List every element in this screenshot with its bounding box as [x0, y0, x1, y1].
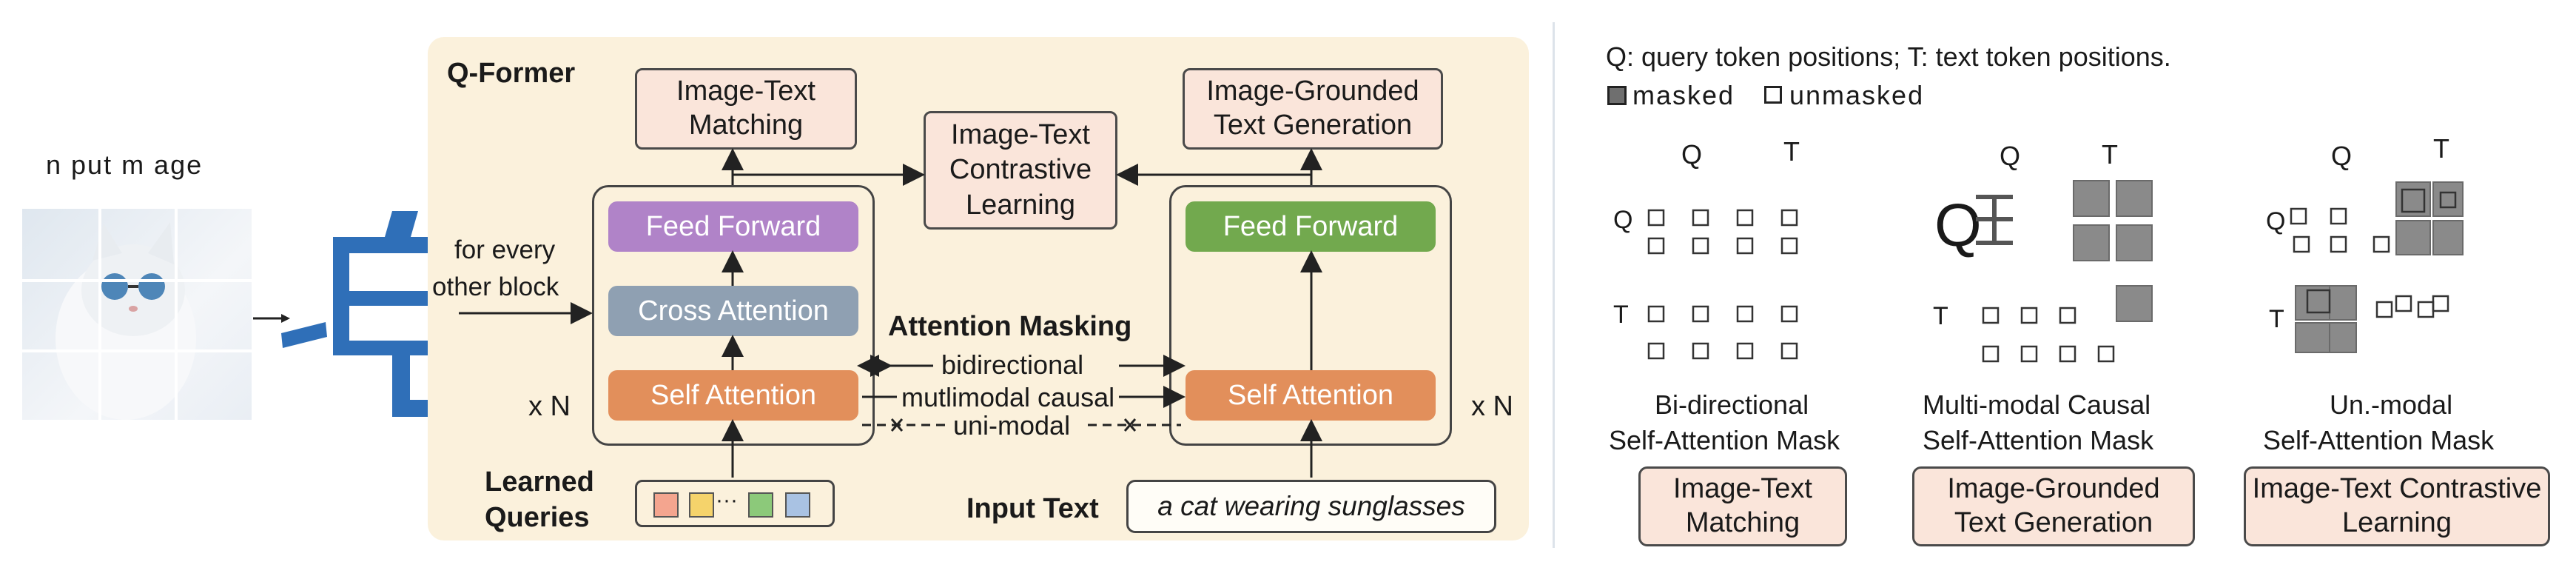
mask3-q-header: Q — [2331, 141, 2353, 171]
query-ellipsis: ··· — [716, 488, 738, 512]
mask3-task-label: Image-Text Contrastive Learning — [2252, 473, 2542, 538]
mask3-caption-1: Un.-modal — [2330, 389, 2453, 420]
mask1-caption-1: Bi-directional — [1655, 389, 1809, 420]
multimodal-causal-label: mutlimodal causal — [901, 382, 1115, 412]
mask3-t-row: T — [2269, 305, 2284, 333]
mask2-caption-1: Multi-modal Causal — [1923, 389, 2151, 420]
panel-divider — [1553, 22, 1555, 548]
attention-masking-title: Attention Masking — [888, 311, 1132, 342]
mask2-grid — [1976, 180, 2153, 363]
mask2-q-row: Q — [1934, 192, 1982, 259]
feed-forward-left: Feed Forward — [608, 201, 858, 252]
self-attention-right: Self Attention — [1186, 370, 1436, 421]
input-image-label: n put m age — [46, 150, 204, 180]
query-token-2 — [689, 492, 714, 518]
feed-forward-right-label: Feed Forward — [1223, 210, 1399, 242]
mask1-task-box: Image-Text Matching — [1638, 466, 1847, 546]
mask1-t-row: T — [1613, 301, 1629, 329]
mask3-q-row: Q — [2266, 207, 2286, 235]
legend-unmasked-label: unmasked — [1789, 80, 1925, 110]
itc-box: Image-Text Contrastive Learning — [924, 111, 1117, 230]
cross-attention: Cross Attention — [608, 286, 858, 336]
self-attention-right-label: Self Attention — [1228, 379, 1393, 411]
mask1-t-header: T — [1783, 136, 1800, 167]
itg-box: Image-Grounded Text Generation — [1183, 68, 1443, 150]
legend-unmasked-swatch — [1764, 86, 1782, 104]
for-every-label: for every — [454, 235, 556, 264]
xn-left: x N — [528, 391, 571, 422]
self-attention-left-label: Self Attention — [650, 379, 816, 411]
qformer-title: Q-Former — [447, 58, 576, 89]
mask3-grid — [2290, 181, 2464, 353]
mask1-q-header: Q — [1681, 139, 1703, 170]
feed-forward-right: Feed Forward — [1186, 201, 1436, 252]
cross-attention-label: Cross Attention — [638, 295, 829, 327]
itg-label: Image-Grounded Text Generation — [1206, 76, 1419, 141]
mask1-q-row: Q — [1613, 206, 1633, 234]
other-block-label: other block — [432, 272, 559, 301]
query-token-4 — [785, 492, 810, 518]
mask2-q-header: Q — [2000, 141, 2021, 171]
legend-line1: Q: query token positions; T: text token … — [1606, 41, 2171, 72]
mask1-grid — [1647, 209, 1798, 360]
mask2-task-box: Image-Grounded Text Generation — [1912, 466, 2195, 546]
mask3-caption-2: Self-Attention Mask — [2263, 425, 2495, 455]
itm-box: Image-Text Matching — [635, 68, 857, 150]
mask2-caption-2: Self-Attention Mask — [1923, 425, 2154, 455]
arrow-image-to-encoder — [253, 311, 290, 329]
feed-forward-left-label: Feed Forward — [645, 210, 821, 242]
bidirectional-label: bidirectional — [941, 349, 1084, 380]
mask1-task-label: Image-Text Matching — [1673, 473, 1812, 538]
input-text-box: a cat wearing sunglasses — [1126, 480, 1496, 533]
mask3-t-header: T — [2433, 133, 2449, 164]
itc-label: Image-Text Contrastive Learning — [949, 118, 1092, 221]
learned-queries-label: Learned Queries — [485, 465, 618, 535]
xn-right: x N — [1471, 391, 1513, 422]
self-attention-left: Self Attention — [608, 370, 858, 421]
unimodal-label: uni-modal — [953, 410, 1071, 441]
query-token-3 — [748, 492, 773, 518]
mask1-caption-2: Self-Attention Mask — [1609, 425, 1840, 455]
input-text-label: Input Text — [966, 493, 1099, 524]
query-token-1 — [653, 492, 679, 518]
mask2-t-header: T — [2102, 139, 2118, 170]
query-tokens-box: ··· — [635, 480, 835, 527]
itm-label: Image-Text Matching — [676, 76, 815, 141]
mask2-task-label: Image-Grounded Text Generation — [1947, 473, 2160, 538]
input-text-value: a cat wearing sunglasses — [1157, 491, 1465, 521]
legend-masked-swatch — [1607, 86, 1627, 105]
cat-image — [22, 209, 252, 420]
mask2-t-row: T — [1933, 302, 1948, 330]
legend-masked-label: masked — [1632, 80, 1735, 110]
mask3-task-box: Image-Text Contrastive Learning — [2244, 466, 2550, 546]
learned-queries-text: Learned Queries — [485, 466, 594, 533]
